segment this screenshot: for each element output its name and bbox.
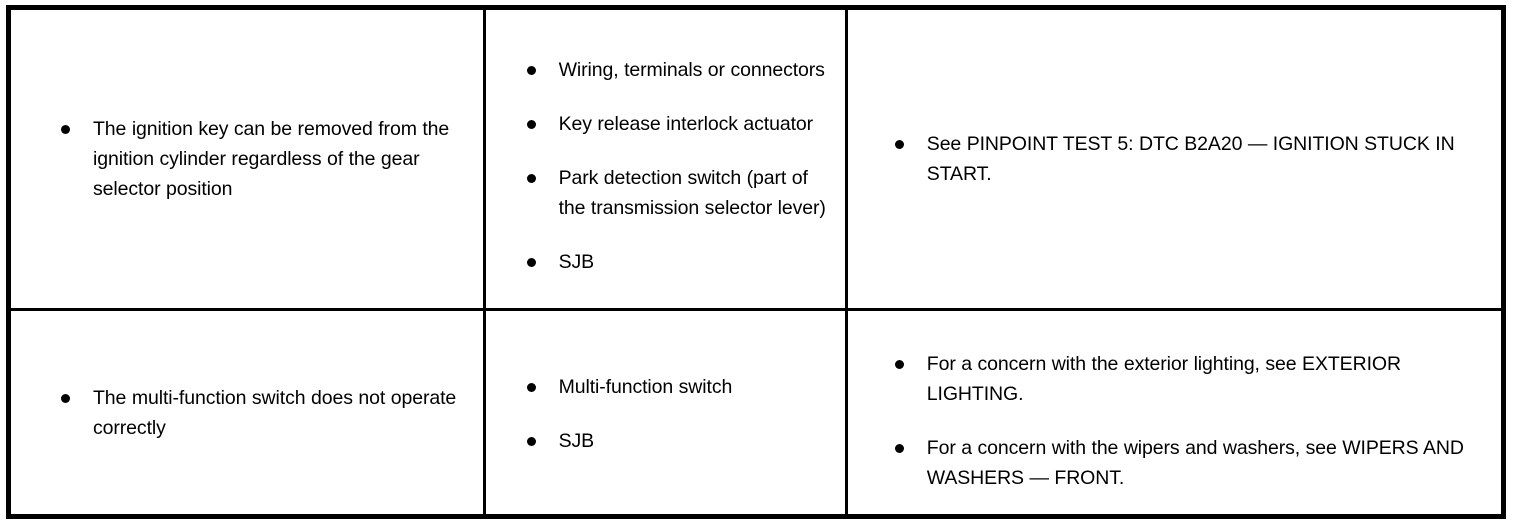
bullet-icon: [894, 359, 904, 369]
list-item-text: See PINPOINT TEST 5: DTC B2A20 — IGNITIO…: [926, 133, 1455, 186]
cell-actions-row1: See PINPOINT TEST 5: DTC B2A20 — IGNITIO…: [846, 7, 1504, 312]
list-item: The ignition key can be removed from the…: [61, 114, 457, 204]
list-item: See PINPOINT TEST 5: DTC B2A20 — IGNITIO…: [894, 129, 1475, 189]
bullet-icon: [894, 443, 904, 453]
list-item-text: Wiring, terminals or connectors: [558, 59, 825, 82]
table-row: The ignition key can be removed from the…: [8, 7, 1504, 312]
bullet-icon: [894, 140, 904, 150]
table-row: The multi-function switch does not opera…: [8, 309, 1504, 517]
list-item: Park detection switch (part of the trans…: [526, 163, 831, 223]
cell-content: The ignition key can be removed from the…: [11, 114, 483, 204]
possible-sources-list-row1: Wiring, terminals or connectors Key rele…: [526, 55, 831, 277]
list-item: Wiring, terminals or connectors: [526, 55, 831, 85]
bullet-icon: [526, 66, 536, 76]
list-item-text: Park detection switch (part of the trans…: [558, 167, 826, 220]
cell-possible-sources-row1: Wiring, terminals or connectors Key rele…: [484, 7, 848, 312]
list-item-text: For a concern with the wipers and washer…: [926, 436, 1464, 489]
bullet-icon: [526, 436, 536, 446]
cell-actions-row2: For a concern with the exterior lighting…: [846, 309, 1504, 517]
list-item: SJB: [526, 426, 831, 456]
list-item: Key release interlock actuator: [526, 109, 831, 139]
list-item-text: The ignition key can be removed from the…: [93, 118, 450, 201]
list-item-text: The multi-function switch does not opera…: [93, 386, 457, 439]
symptom-chart-table: The ignition key can be removed from the…: [6, 5, 1506, 519]
list-item-text: For a concern with the exterior lighting…: [926, 352, 1401, 405]
list-item: For a concern with the wipers and washer…: [894, 433, 1475, 493]
condition-list-row1: The ignition key can be removed from the…: [61, 114, 457, 204]
list-item: SJB: [526, 247, 831, 277]
list-item-text: Multi-function switch: [558, 375, 733, 398]
list-item-text: SJB: [558, 251, 595, 274]
list-item-text: SJB: [558, 429, 595, 452]
cell-content: Wiring, terminals or connectors Key rele…: [486, 41, 845, 277]
table-body: The ignition key can be removed from the…: [8, 7, 1504, 517]
bullet-icon: [526, 120, 536, 130]
bullet-icon: [526, 258, 536, 268]
condition-list-row2: The multi-function switch does not opera…: [61, 383, 457, 443]
cell-content: Multi-function switch SJB: [486, 370, 845, 456]
list-item: Multi-function switch: [526, 372, 831, 402]
cell-content: For a concern with the exterior lighting…: [848, 333, 1501, 493]
cell-condition-row1: The ignition key can be removed from the…: [8, 7, 486, 312]
bullet-icon: [526, 174, 536, 184]
actions-list-row1: See PINPOINT TEST 5: DTC B2A20 — IGNITIO…: [894, 129, 1475, 189]
bullet-icon: [61, 125, 70, 135]
bullet-icon: [61, 393, 70, 403]
list-item-text: Key release interlock actuator: [558, 113, 814, 136]
list-item: For a concern with the exterior lighting…: [894, 349, 1475, 409]
list-item: The multi-function switch does not opera…: [61, 383, 457, 443]
possible-sources-list-row2: Multi-function switch SJB: [526, 372, 831, 456]
cell-condition-row2: The multi-function switch does not opera…: [8, 309, 486, 517]
cell-possible-sources-row2: Multi-function switch SJB: [484, 309, 848, 517]
cell-content: The multi-function switch does not opera…: [11, 383, 483, 443]
bullet-icon: [526, 382, 536, 392]
cell-content: See PINPOINT TEST 5: DTC B2A20 — IGNITIO…: [848, 129, 1501, 189]
actions-list-row2: For a concern with the exterior lighting…: [894, 349, 1475, 493]
